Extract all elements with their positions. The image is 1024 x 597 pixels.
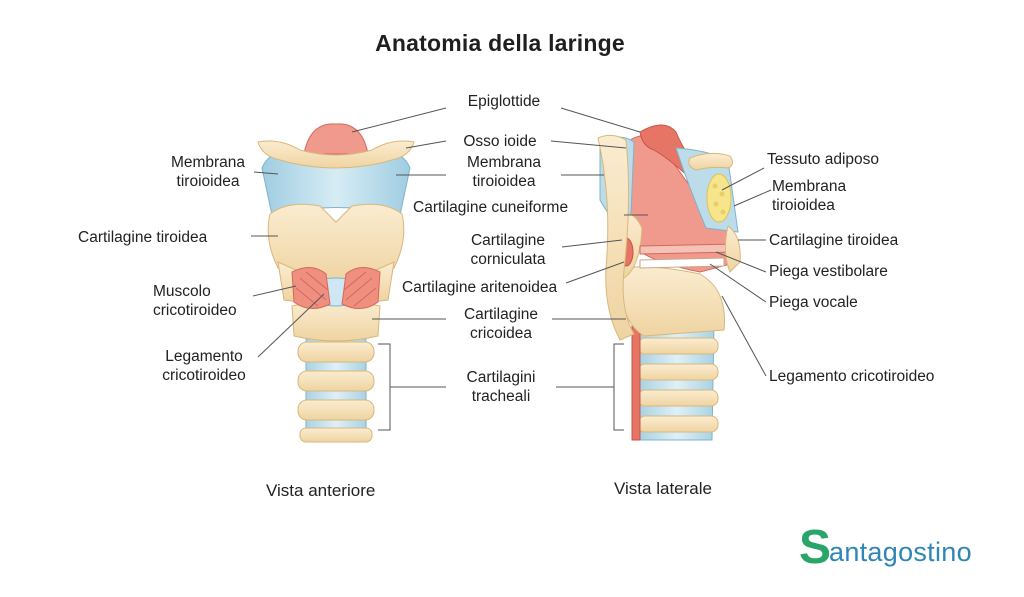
label-anterior-muscolo-cricotiroideo: Muscolo cricotiroideo (153, 283, 237, 319)
label-anterior-membrana-tiroioidea: Membrana tiroioidea (170, 154, 246, 190)
label-piega-vocale: Piega vocale (769, 294, 858, 311)
label-cartilagine-aritenoidea: Cartilagine aritenoidea (402, 279, 558, 296)
lateral-hyoid (688, 152, 734, 171)
label-anterior-legamento-cricotiroideo: Legamento cricotiroideo (162, 348, 246, 384)
anterior-view-illustration (257, 123, 415, 443)
label-tessuto-adiposo: Tessuto adiposo (767, 151, 880, 168)
lateral-vocal-fold (639, 257, 725, 269)
lateral-thyroid-cartilage (724, 225, 741, 273)
logo-wordmark: antagostino (829, 537, 972, 567)
anterior-cricothyroid-muscle-right (341, 267, 381, 309)
label-cartilagini-tracheali: Cartilagini tracheali (466, 369, 536, 405)
label-lateral-cartilagine-tiroidea: Cartilagine tiroidea (769, 232, 899, 249)
label-lateral-membrana-tiroioidea: Membrana tiroioidea (772, 178, 847, 214)
anterior-cricothyroid-muscle-left (291, 267, 331, 309)
caption-vista-laterale: Vista laterale (614, 479, 712, 498)
anterior-tracheal-rings (297, 341, 375, 443)
lateral-view-illustration (597, 124, 741, 441)
lateral-cricoid (619, 266, 725, 337)
lateral-vestibular-fold (639, 243, 737, 255)
label-cartilagine-corniculata: Cartilagine corniculata (470, 232, 546, 268)
label-anterior-cartilagine-tiroidea: Cartilagine tiroidea (78, 229, 208, 246)
anterior-hyoid (257, 140, 415, 169)
label-lateral-legamento-cricotiroideo: Legamento cricotiroideo (769, 368, 935, 385)
anterior-thyroid-cartilage (267, 203, 405, 284)
leader-lines (251, 107, 772, 431)
lateral-tracheal-rings (637, 337, 719, 433)
logo-initial: S (799, 521, 832, 574)
label-piega-vestibolare: Piega vestibolare (769, 263, 888, 280)
label-epiglottide: Epiglottide (467, 93, 541, 110)
label-osso-ioide: Osso ioide (463, 133, 537, 150)
label-cartilagine-cricoidea: Cartilagine cricoidea (463, 306, 539, 342)
diagram-title: Anatomia della laringe (375, 30, 625, 56)
lateral-fat-pad (706, 173, 732, 223)
caption-vista-anteriore: Vista anteriore (266, 481, 376, 500)
anterior-epiglottis (303, 123, 369, 155)
label-cartilagine-cuneiforme: Cartilagine cuneiforme (413, 199, 569, 216)
label-center-membrana-tiroioidea: Membrana tiroioidea (466, 154, 542, 190)
